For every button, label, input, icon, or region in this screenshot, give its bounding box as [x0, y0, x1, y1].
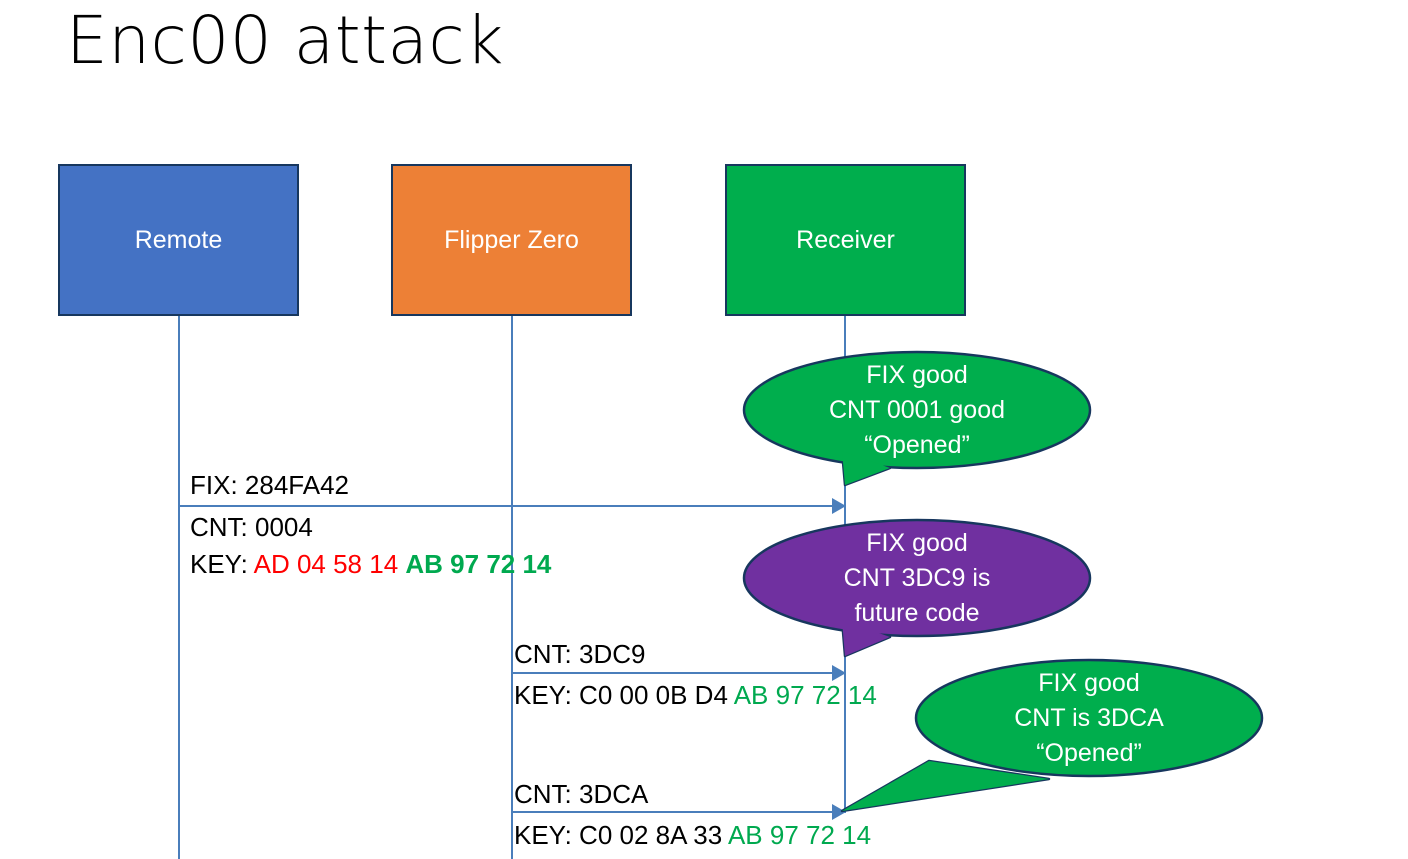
message-arrowhead-3 — [832, 804, 846, 820]
message-1-key-green: AB 97 72 14 — [405, 549, 552, 579]
message-3-line-2: KEY: C0 02 8A 33 AB 97 72 14 — [514, 818, 871, 852]
lifeline-remote — [178, 316, 180, 859]
message-1-key-red: AD 04 58 14 — [253, 549, 399, 579]
actor-box-remote[interactable]: Remote — [58, 164, 299, 316]
message-2-above-label: CNT: 3DC9 — [514, 639, 646, 669]
message-3-key-green: AB 97 72 14 — [727, 820, 872, 850]
callout-3-shape — [840, 658, 1264, 813]
page-title: Enc00 attack — [66, 2, 504, 79]
message-line-2 — [512, 672, 846, 674]
message-arrowhead-1 — [832, 498, 846, 514]
callout-2[interactable]: FIX good CNT 3DC9 is future code — [742, 516, 1092, 676]
actor-box-receiver[interactable]: Receiver — [725, 164, 966, 316]
callout-3[interactable]: FIX good CNT is 3DCA “Opened” — [840, 656, 1264, 821]
message-1-line-1: CNT: 0004 — [190, 512, 313, 542]
message-2-key-label: KEY: C0 00 0B D4 — [514, 680, 734, 710]
message-line-3 — [512, 811, 846, 813]
message-3-key-label: KEY: C0 02 8A 33 — [514, 820, 728, 850]
actor-label-remote: Remote — [134, 226, 223, 254]
actor-label-flipper-zero: Flipper Zero — [444, 226, 579, 254]
message-1-line-2: KEY: AD 04 58 14 AB 97 72 14 — [190, 547, 551, 581]
callout-1[interactable]: FIX good CNT 0001 good “Opened” — [742, 348, 1092, 508]
lifeline-flipper-zero — [511, 316, 513, 859]
callout-2-shape — [742, 518, 1092, 658]
message-line-1 — [179, 505, 846, 507]
callout-1-shape — [742, 350, 1092, 487]
message-2-line-2: KEY: C0 00 0B D4 AB 97 72 14 — [514, 678, 877, 712]
message-2-key-green: AB 97 72 14 — [733, 680, 877, 710]
message-arrowhead-2 — [832, 665, 846, 681]
message-3-above-label: CNT: 3DCA — [514, 779, 649, 809]
actor-label-receiver: Receiver — [796, 226, 895, 254]
actor-box-flipper-zero[interactable]: Flipper Zero — [391, 164, 632, 316]
message-1-key-label: KEY: — [190, 549, 254, 579]
message-1-above-label: FIX: 284FA42 — [190, 470, 349, 500]
